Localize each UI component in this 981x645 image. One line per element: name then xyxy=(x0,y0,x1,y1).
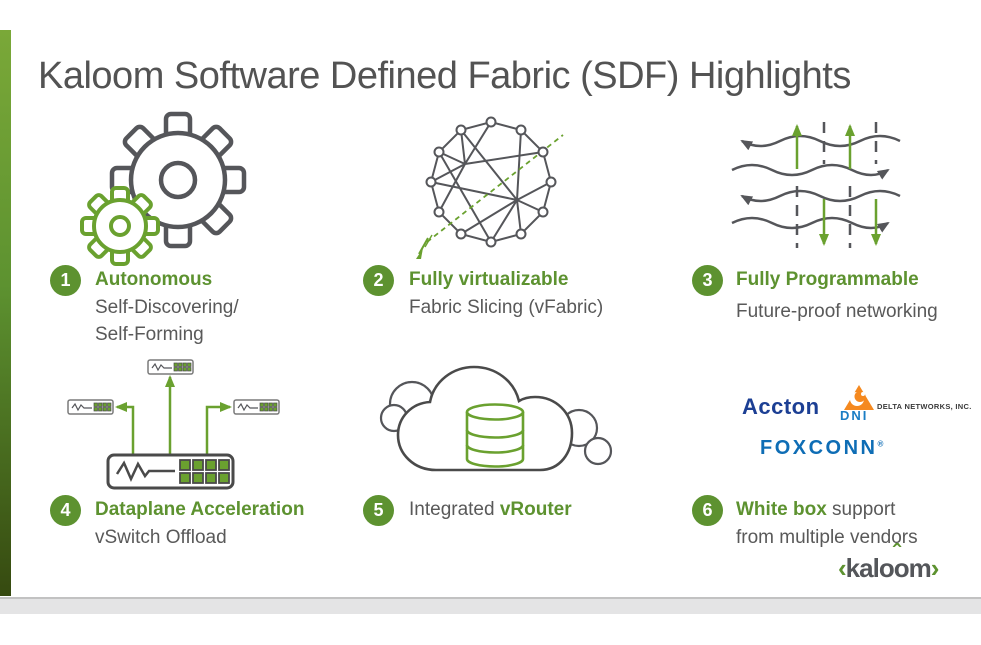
item-5-title-highlight: vRouter xyxy=(499,499,572,520)
item-6-title-suffix: support xyxy=(826,499,896,520)
item-4-badge: 4 xyxy=(50,495,81,526)
foxconn-logo: FOXCONN® xyxy=(760,437,883,460)
left-accent-bar xyxy=(0,30,11,596)
remote-switch-boxes xyxy=(67,359,280,415)
foxconn-registered-mark: ® xyxy=(877,439,884,449)
page-title: Kaloom Software Defined Fabric (SDF) Hig… xyxy=(38,55,851,97)
mesh-slice-icon xyxy=(416,116,564,259)
item-3-number: 3 xyxy=(702,270,713,290)
kaloom-text-1: kalo xyxy=(845,553,895,583)
item-3-subtitle: Future-proof networking xyxy=(736,301,938,322)
kaloom-right-bracket: › xyxy=(930,553,940,583)
item-1-number: 1 xyxy=(60,270,71,290)
offload-arrows xyxy=(115,375,232,455)
switch-offload-icon xyxy=(67,359,280,490)
item-5-badge: 5 xyxy=(363,495,394,526)
item-1-subtitle-line1: Self-Discovering/ xyxy=(95,297,239,318)
dni-logo-text: DNI xyxy=(840,408,869,423)
item-5-number: 5 xyxy=(373,500,384,520)
dni-logo-icon xyxy=(844,385,874,410)
main-switch xyxy=(106,453,235,490)
kaloom-left-bracket: ‹ xyxy=(838,553,847,583)
green-arrows xyxy=(792,124,881,246)
mesh-nodes xyxy=(425,116,557,248)
item-5-title-prefix: Integrated xyxy=(409,499,500,520)
big-gear xyxy=(109,111,247,249)
kaloom-caret-icon: ˆ xyxy=(892,540,901,567)
small-gear xyxy=(80,186,160,266)
item-4-subtitle: vSwitch Offload xyxy=(95,527,227,548)
item-2-subtitle: Fabric Slicing (vFabric) xyxy=(409,297,604,318)
weave-icon xyxy=(731,122,901,248)
weft-threads xyxy=(731,134,901,233)
delta-networks-caption: DELTA NETWORKS, INC. xyxy=(877,402,972,411)
item-2-title: Fully virtualizable xyxy=(409,269,569,290)
item-6-subtitle: from multiple vendors xyxy=(736,527,918,548)
item-3-title: Fully Programmable xyxy=(736,269,919,290)
item-1-subtitle-line2: Self-Forming xyxy=(95,324,204,345)
item-6-number: 6 xyxy=(702,500,713,520)
kaloom-text-2: m xyxy=(908,553,932,583)
item-6-badge: 6 xyxy=(692,495,723,526)
item-1-badge: 1 xyxy=(50,265,81,296)
kaloom-o: o xyxy=(893,553,910,583)
item-2-number: 2 xyxy=(373,270,384,290)
item-2-badge: 2 xyxy=(363,265,394,296)
foxconn-text: FOXCONN xyxy=(760,437,878,459)
cloud-router-icon xyxy=(379,365,613,472)
item-4-title: Dataplane Acceleration xyxy=(95,499,305,520)
item-3-badge: 3 xyxy=(692,265,723,296)
item-6-title: White box support xyxy=(736,497,895,523)
slice-pen-icon xyxy=(416,234,433,259)
database-cylinder xyxy=(465,403,525,468)
warp-threads xyxy=(795,122,878,248)
item-4-number: 4 xyxy=(60,500,71,520)
accton-logo: Accton xyxy=(742,394,820,419)
item-5-title: Integrated vRouter xyxy=(409,497,572,523)
item-1-title: Autonomous xyxy=(95,269,213,290)
item-6-title-highlight: White box xyxy=(736,499,827,520)
gears-icon xyxy=(80,111,247,266)
item-1-subtitle: Self-Discovering/ Self-Forming xyxy=(95,294,239,348)
bottom-strip xyxy=(0,597,981,614)
